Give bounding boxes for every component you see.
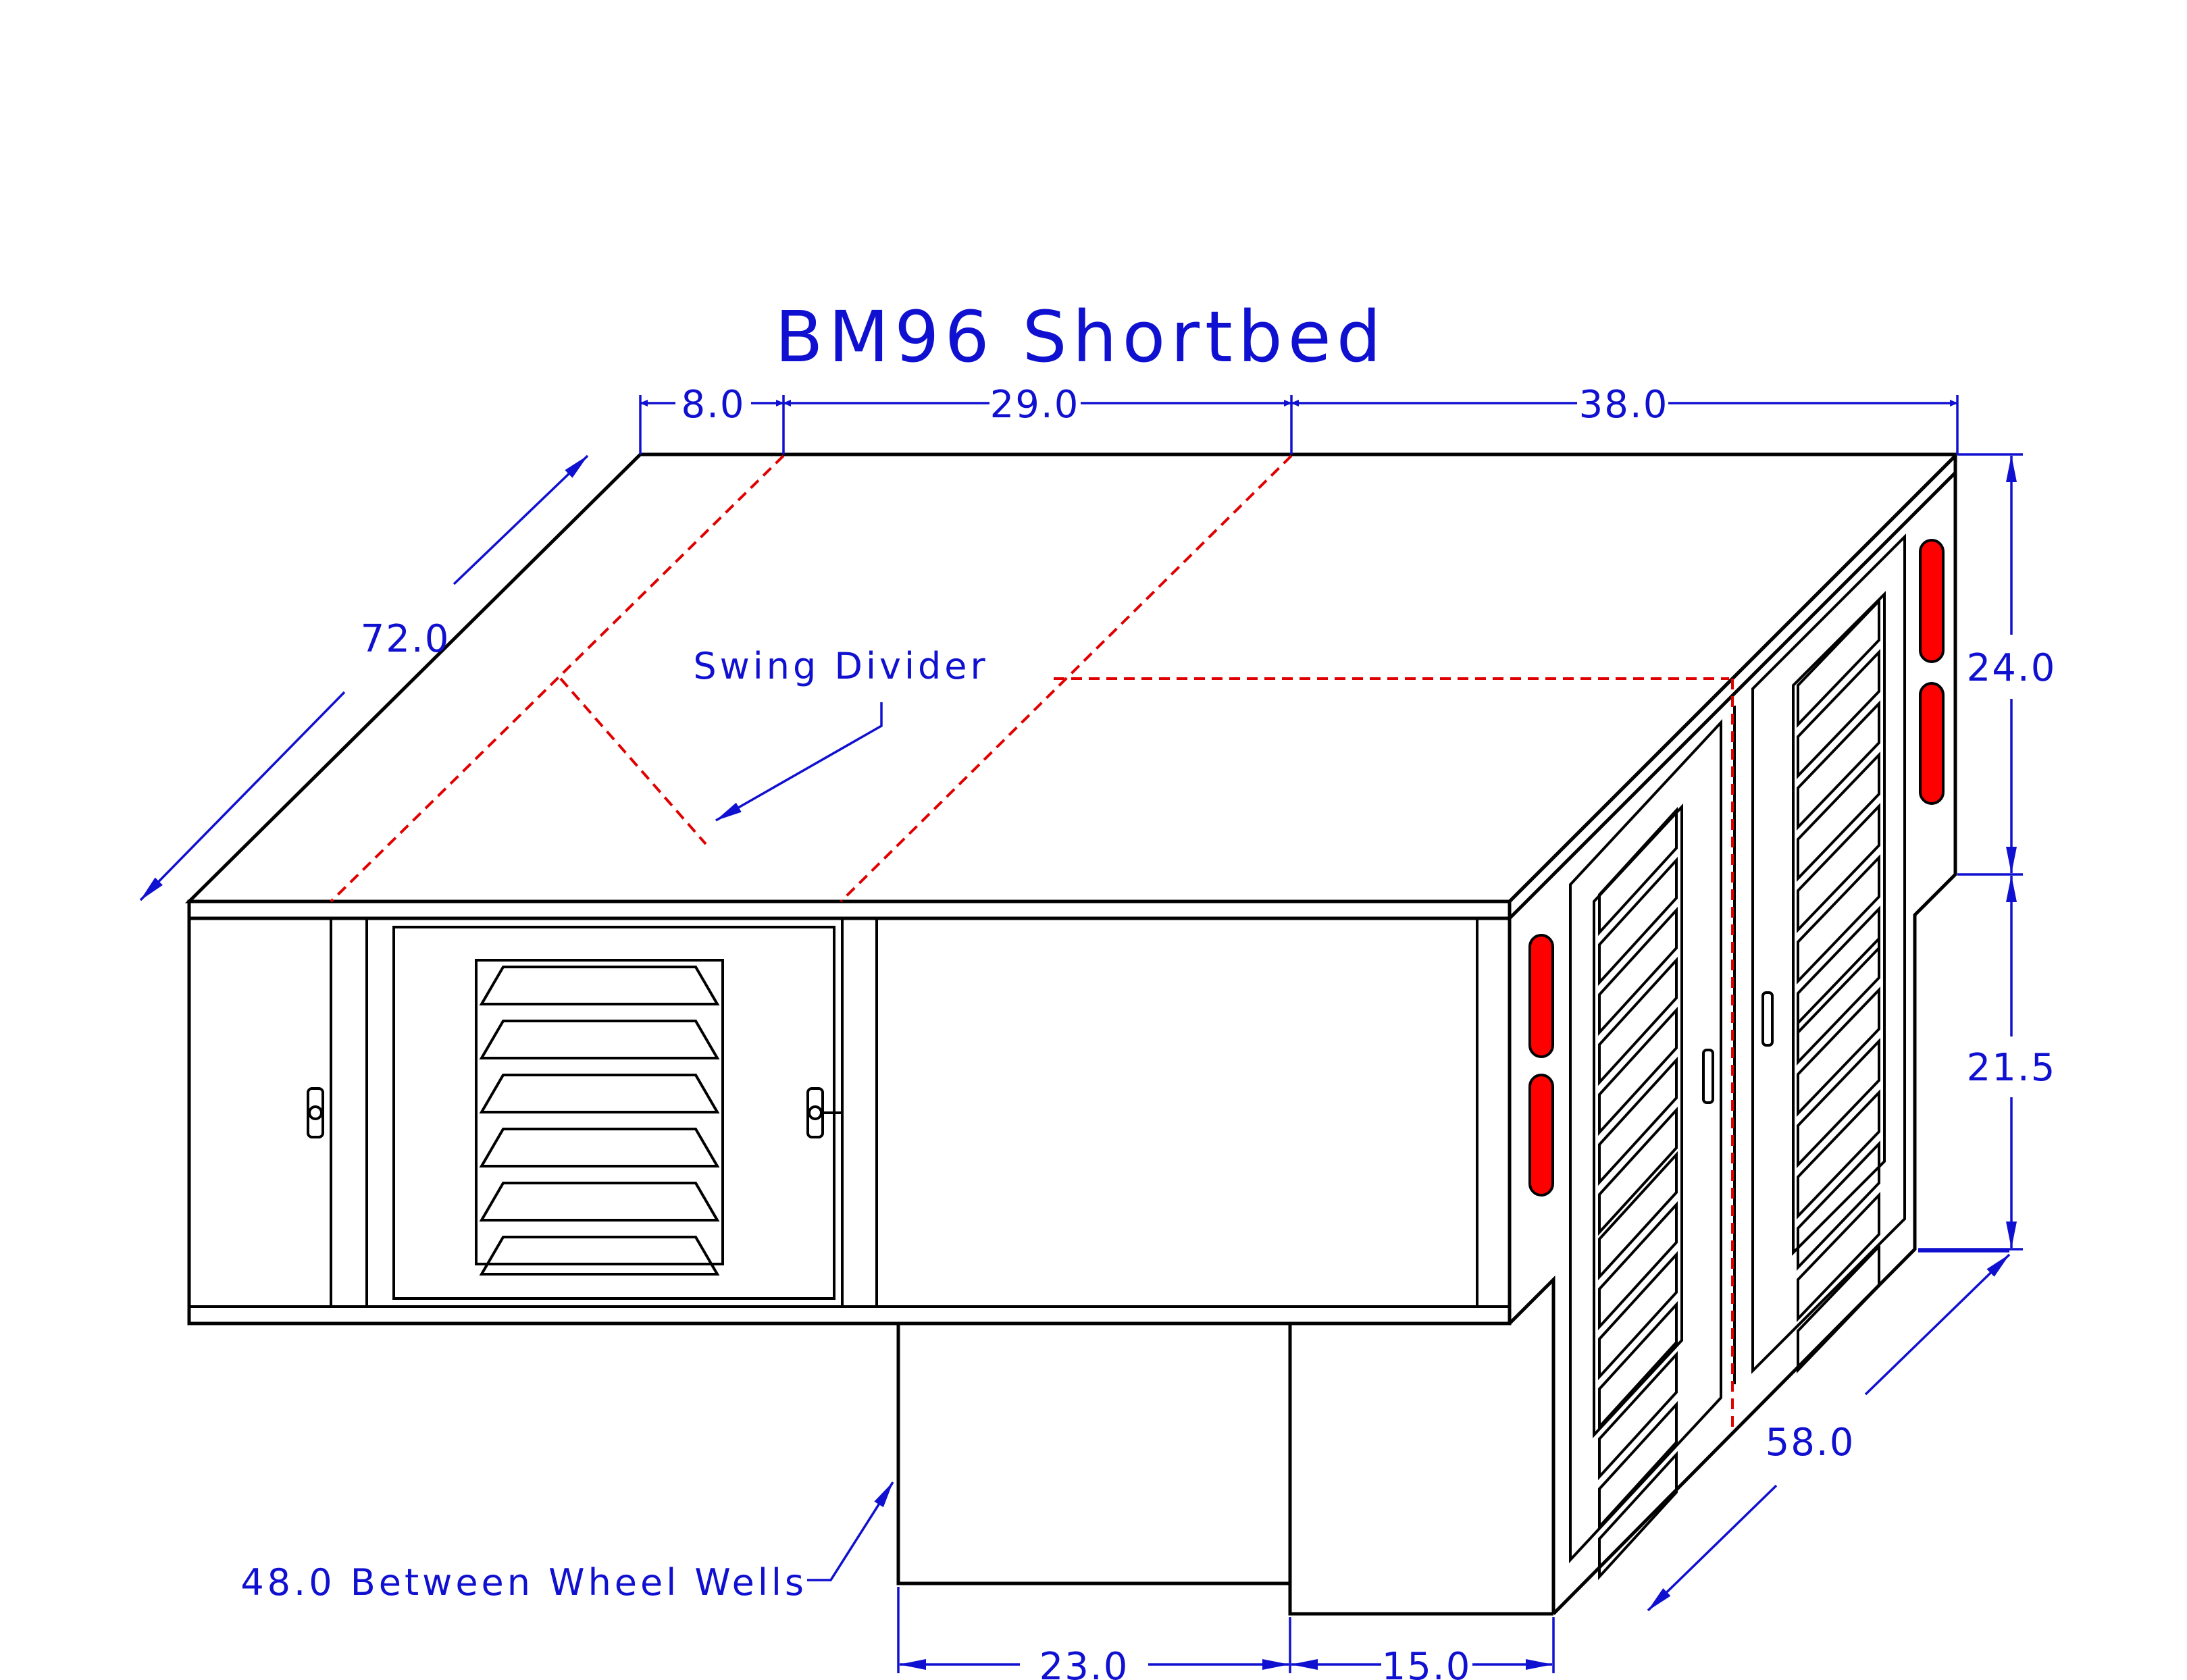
louver-slat bbox=[479, 1182, 720, 1222]
door-handle-left-icon bbox=[307, 1087, 324, 1138]
louver-slat bbox=[1598, 856, 1678, 987]
louver-slat bbox=[479, 1236, 720, 1276]
side-door-1 bbox=[1569, 718, 1722, 1564]
louver-slat bbox=[1797, 803, 1880, 933]
louver-slat bbox=[1598, 1450, 1678, 1581]
note-swing-divider: Swing Divider bbox=[693, 645, 988, 687]
light-3-icon bbox=[1919, 539, 1945, 663]
door-handle-right-icon bbox=[806, 1087, 841, 1138]
note-wheel-wells: 48.0 Between Wheel Wells bbox=[240, 1561, 807, 1604]
side-face-detail bbox=[1528, 533, 1945, 1581]
dimension-labels: 8.0 29.0 38.0 72.0 24.0 21.5 58.0 23.0 1… bbox=[240, 383, 2057, 1680]
louver-slat bbox=[1797, 1140, 1880, 1271]
louver-slat bbox=[479, 966, 720, 1005]
dim-bottom-b: 15.0 bbox=[1382, 1645, 1472, 1680]
side-door-2 bbox=[1751, 533, 1906, 1374]
front-panel-detail bbox=[307, 918, 1478, 1307]
louver-slat bbox=[1797, 649, 1880, 779]
dim-side-depth: 58.0 bbox=[1766, 1421, 1855, 1465]
louver-slat bbox=[1598, 1251, 1678, 1381]
louver-slat bbox=[1797, 752, 1880, 882]
louver-slat bbox=[1797, 700, 1880, 831]
louver-slat bbox=[1797, 1038, 1880, 1168]
body-outline bbox=[184, 451, 1957, 1616]
dimension-lines bbox=[139, 395, 2023, 1673]
louver-slat bbox=[1797, 1243, 1880, 1373]
dim-top-a: 8.0 bbox=[681, 383, 745, 427]
louver-slat bbox=[1598, 806, 1678, 937]
louver-slat bbox=[1797, 987, 1880, 1117]
side-louvers bbox=[1598, 598, 1880, 1581]
marker-lights bbox=[1528, 539, 1945, 1197]
louver-slat bbox=[479, 1074, 720, 1113]
dim-depth: 72.0 bbox=[361, 617, 451, 661]
front-vent-frame bbox=[475, 959, 724, 1265]
divider-lines bbox=[330, 454, 1734, 1432]
dim-top-c: 38.0 bbox=[1579, 383, 1669, 427]
dim-side-lower: 21.5 bbox=[1967, 1046, 2057, 1090]
louver-slat bbox=[1598, 1201, 1678, 1331]
louver-slat bbox=[1598, 1056, 1678, 1186]
front-louvers bbox=[479, 966, 720, 1276]
dim-top-b: 29.0 bbox=[990, 383, 1080, 427]
louver-slat bbox=[479, 1020, 720, 1059]
louver-slat bbox=[1598, 1350, 1678, 1481]
louver-slat bbox=[1797, 854, 1880, 985]
side-handle-1-icon bbox=[1702, 1049, 1714, 1104]
louver-slat bbox=[1598, 1400, 1678, 1531]
light-2-icon bbox=[1528, 1074, 1554, 1197]
louver-slat bbox=[1797, 1089, 1880, 1219]
dim-side-upper: 24.0 bbox=[1967, 646, 2057, 690]
louver-slat bbox=[1598, 1006, 1678, 1136]
side-notch bbox=[1508, 1275, 1555, 1614]
light-4-icon bbox=[1919, 682, 1945, 805]
louver-slat bbox=[1797, 935, 1880, 1066]
front-panel bbox=[187, 918, 1512, 1325]
light-1-icon bbox=[1528, 934, 1554, 1058]
louver-slat bbox=[1598, 1301, 1678, 1431]
louver-slat bbox=[1797, 598, 1880, 728]
louver-slat bbox=[1598, 906, 1678, 1036]
drawing-title: BM96 Shortbed bbox=[775, 296, 1387, 378]
louver-slat bbox=[1598, 1151, 1678, 1281]
front-top-lip bbox=[187, 899, 1512, 920]
louver-slat bbox=[1598, 1106, 1678, 1236]
dim-bottom-a: 23.0 bbox=[1039, 1645, 1129, 1680]
side-handle-2-icon bbox=[1761, 991, 1774, 1047]
louver-slat bbox=[1598, 956, 1678, 1086]
wheel-well-block bbox=[896, 1323, 1292, 1585]
louver-slat bbox=[479, 1128, 720, 1167]
louver-slat bbox=[1797, 1192, 1880, 1322]
